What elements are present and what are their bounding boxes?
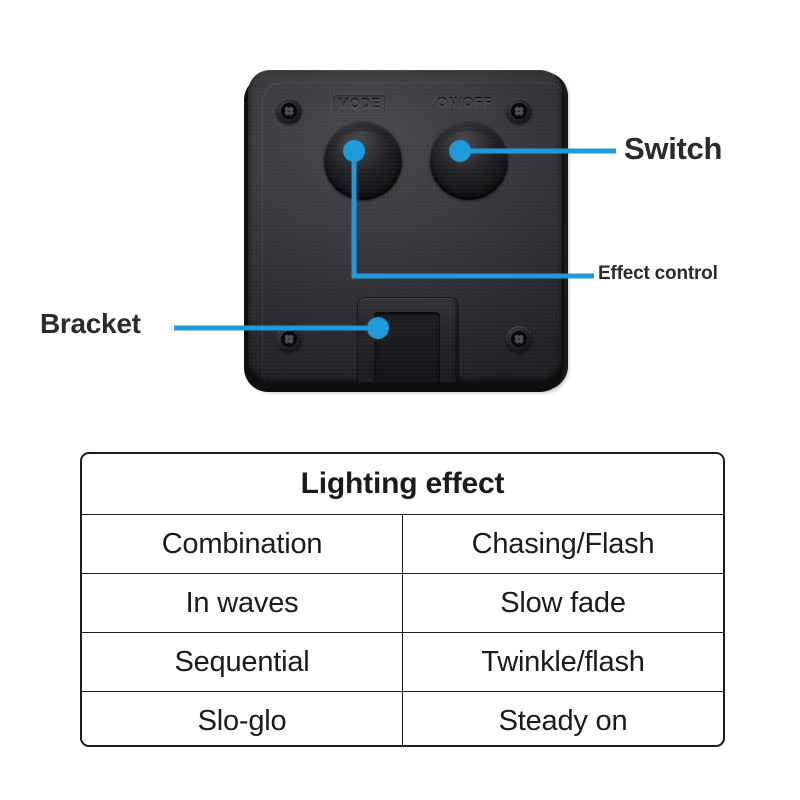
panel-face: MODE ON/OFF [248,70,562,382]
callout-label-effect-control: Effect control [598,263,718,284]
lighting-effect-table-title: Lighting effect [82,454,723,515]
table-cell-effect: Twinkle/flash [402,632,723,692]
table-cell-effect: Slo-glo [82,691,403,745]
callout-label-switch: Switch [624,131,723,166]
table-cell-effect: In waves [82,573,403,633]
on-off-engraved-label: ON/OFF [437,95,493,110]
product-photo-controller-panel: MODE ON/OFF [240,58,578,398]
screw-bottom-left [276,326,302,352]
table-cell-effect: Combination [82,514,403,574]
screw-bottom-right [506,326,532,352]
on-off-button[interactable] [430,122,508,200]
mode-engraved-label: MODE [332,94,387,114]
table-cell-effect: Steady on [402,691,723,745]
mounting-bracket [358,298,458,382]
screw-top-right [506,98,532,124]
callout-label-bracket: Bracket [40,308,141,339]
table-cell-effect: Slow fade [402,573,723,633]
screw-top-left [276,98,302,124]
mode-button[interactable] [324,122,402,200]
table-cell-effect: Chasing/Flash [402,514,723,574]
mounting-bracket-recess [374,312,440,382]
lighting-effect-table-head: Lighting effect [82,454,723,515]
table-header-row: Lighting effect [82,454,723,515]
table-cell-effect: Sequential [82,632,403,692]
